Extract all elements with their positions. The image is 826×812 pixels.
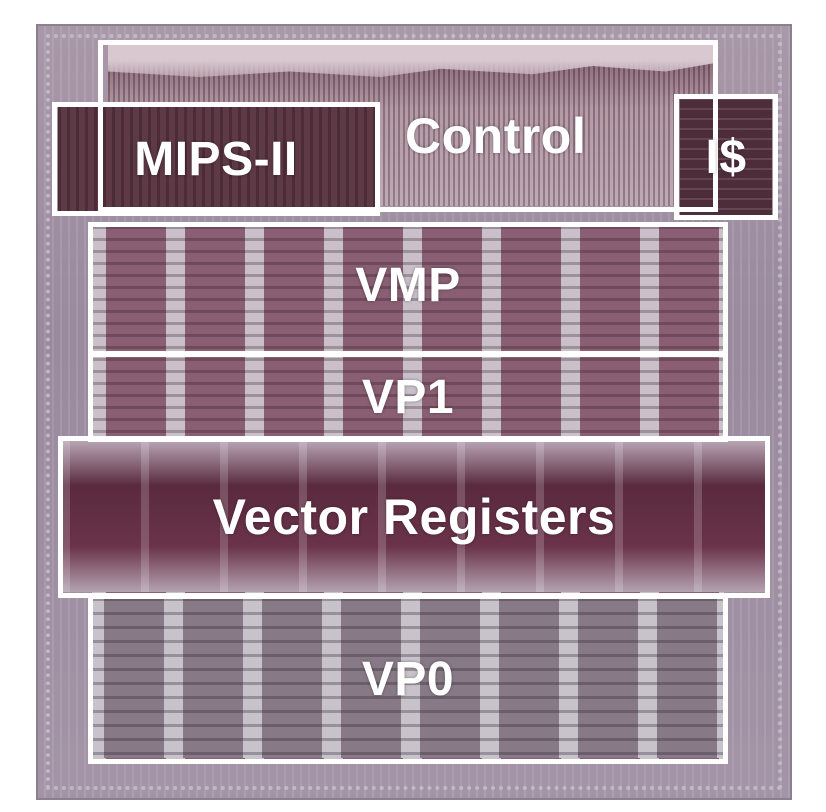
vp0-block: VP0 [88, 594, 728, 764]
bond-pad-ring [46, 34, 782, 790]
control-label: Control [405, 108, 587, 164]
vector-registers-texture [62, 440, 766, 592]
vp0-region-texture [92, 598, 724, 758]
mips-ii-block: MIPS-II [52, 102, 380, 216]
icache-label: I$ [705, 130, 747, 184]
control-block: Control [98, 40, 718, 212]
icache-block: I$ [674, 94, 778, 220]
vector-registers-label: Vector Registers [212, 489, 616, 545]
mips-ii-label: MIPS-II [134, 132, 298, 186]
vp1-block: VP1 [88, 352, 728, 442]
vp0-label: VP0 [361, 652, 455, 706]
icache-region-texture [680, 98, 772, 218]
vector-registers-block: Vector Registers [58, 436, 770, 598]
vp1-label: VP1 [361, 370, 455, 424]
vmp-block: VMP [88, 222, 728, 356]
vmp-label: VMP [355, 258, 461, 312]
mips-region-texture [58, 106, 376, 214]
